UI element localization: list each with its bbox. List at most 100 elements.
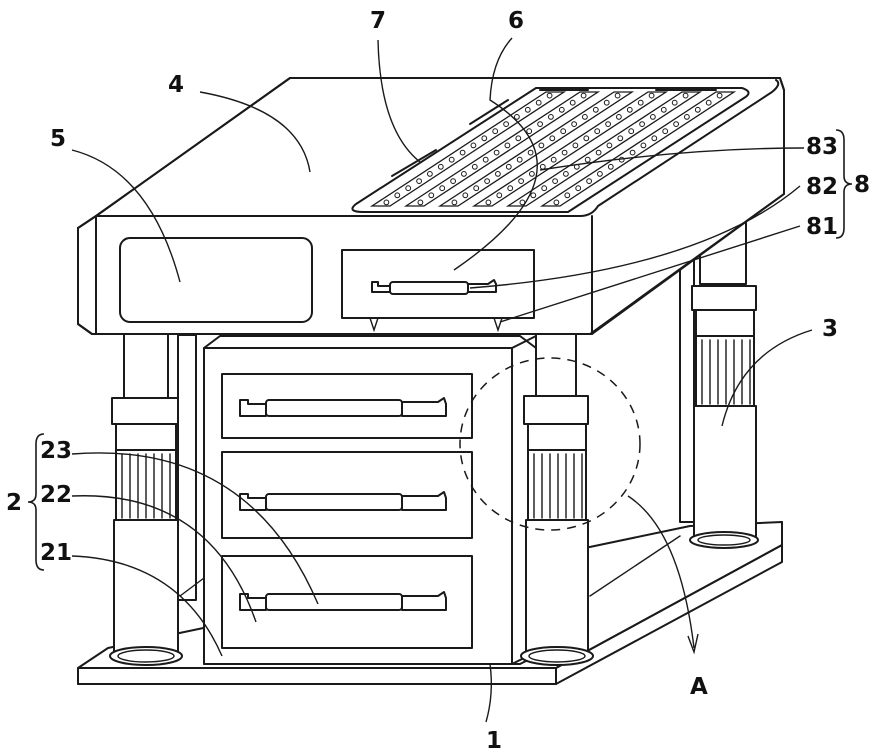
grille-hole — [516, 136, 521, 141]
grille-hole — [584, 136, 589, 141]
grille-hole — [474, 186, 479, 191]
front-left-leg — [110, 334, 182, 665]
grille-hole — [463, 193, 468, 198]
grille-hole — [551, 157, 556, 162]
grille-hole — [471, 143, 476, 148]
grille-hole — [585, 157, 590, 162]
grille-hole — [549, 115, 554, 120]
grille-hole — [550, 136, 555, 141]
top-drawer — [342, 250, 534, 330]
label-21: 21 — [40, 540, 72, 566]
grille-hole — [384, 200, 389, 205]
grille-hole — [486, 200, 491, 205]
grille-hole — [617, 115, 622, 120]
label-5: 5 — [50, 126, 66, 152]
grille-hole — [531, 193, 536, 198]
label-1: 1 — [486, 728, 502, 754]
grille-hole — [583, 115, 588, 120]
grille-hole — [587, 179, 592, 184]
grille-hole — [717, 93, 722, 98]
grille-hole — [527, 129, 532, 134]
grille-hole — [649, 93, 654, 98]
drawer-bottom — [222, 556, 472, 648]
grille-hole — [493, 129, 498, 134]
grille-hole — [595, 129, 600, 134]
grille-hole — [706, 100, 711, 105]
grille-hole — [452, 200, 457, 205]
label-22: 22 — [40, 482, 72, 508]
grille-hole — [539, 143, 544, 148]
label-83: 83 — [806, 134, 838, 160]
grille-hole — [640, 122, 645, 127]
grille-hole — [564, 172, 569, 177]
label-81: 81 — [806, 214, 838, 240]
grille-hole — [508, 186, 513, 191]
grille-hole — [451, 179, 456, 184]
brace-group-8 — [836, 130, 852, 238]
grille-hole — [440, 186, 445, 191]
rear-right-leg — [680, 222, 758, 548]
grille-hole — [663, 129, 668, 134]
grille-hole — [553, 179, 558, 184]
grille-hole — [593, 107, 598, 112]
label-82: 82 — [806, 174, 838, 200]
grille-hole — [538, 122, 543, 127]
grille-hole — [547, 93, 552, 98]
grille-hole — [674, 122, 679, 127]
grille-hole — [395, 193, 400, 198]
grille-hole — [651, 115, 656, 120]
label-2: 2 — [6, 490, 22, 516]
grille-hole — [561, 129, 566, 134]
grille-hole — [683, 93, 688, 98]
grille-hole — [460, 150, 465, 155]
grille-hole — [562, 150, 567, 155]
grille-hole — [536, 100, 541, 105]
grille-hole — [652, 136, 657, 141]
grille-hole — [406, 186, 411, 191]
grille-hole — [573, 143, 578, 148]
grille-hole — [596, 150, 601, 155]
grille-hole — [494, 150, 499, 155]
drawer-top — [222, 374, 472, 438]
grille-hole — [438, 164, 443, 169]
grille-hole — [517, 157, 522, 162]
grille-hole — [630, 150, 635, 155]
grille-hole — [519, 179, 524, 184]
label-7: 7 — [370, 8, 386, 34]
grille-hole — [429, 193, 434, 198]
grille-hole — [598, 172, 603, 177]
grille-hole — [428, 172, 433, 177]
front-panel — [120, 238, 312, 322]
grille-hole — [685, 115, 690, 120]
grille-hole — [483, 157, 488, 162]
grille-hole — [695, 107, 700, 112]
grille-hole — [542, 186, 547, 191]
grille-hole — [629, 129, 634, 134]
grille-hole — [472, 164, 477, 169]
grille-hole — [581, 93, 586, 98]
grille-hole — [641, 143, 646, 148]
grille-hole — [661, 107, 666, 112]
label-6: 6 — [508, 8, 524, 34]
grille-hole — [482, 136, 487, 141]
grille-hole — [497, 193, 502, 198]
grille-hole — [570, 100, 575, 105]
label-23: 23 — [40, 438, 72, 464]
grille-hole — [540, 164, 545, 169]
grille-hole — [615, 93, 620, 98]
label-8: 8 — [854, 172, 870, 198]
grille-hole — [462, 172, 467, 177]
grille-hole — [525, 107, 530, 112]
grille-hole — [515, 115, 520, 120]
grille-hole — [672, 100, 677, 105]
grille-hole — [530, 172, 535, 177]
grille-hole — [576, 186, 581, 191]
grille-hole — [608, 164, 613, 169]
grille-hole — [554, 200, 559, 205]
grille-hole — [449, 157, 454, 162]
label-4: 4 — [168, 72, 184, 98]
grille-hole — [638, 100, 643, 105]
grille-hole — [559, 107, 564, 112]
grille-hole — [627, 107, 632, 112]
